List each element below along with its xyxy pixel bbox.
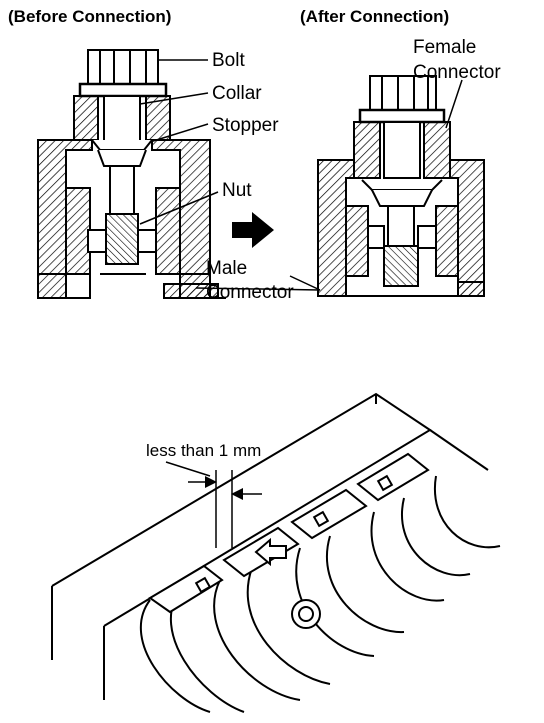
- after-leader-lines: [289, 79, 463, 291]
- nut-label: Nut: [222, 180, 252, 201]
- after-connection-drawing: [317, 75, 485, 297]
- before-connection-drawing: [37, 49, 226, 299]
- bolt-label: Bolt: [212, 50, 245, 71]
- female-connector-label-line2: Connector: [413, 62, 501, 83]
- after-connection-caption: (After Connection): [300, 7, 449, 26]
- gap-measurement-label: less than 1 mm: [146, 441, 261, 460]
- assembly-perspective-drawing: [51, 392, 501, 713]
- male-connector-label-line1: Male: [206, 258, 247, 279]
- male-connector-label-line2: Connector: [206, 282, 294, 303]
- gap-dimension-lines: [165, 461, 262, 548]
- before-connection-caption: (Before Connection): [8, 7, 171, 26]
- before-leader-lines: [139, 59, 321, 291]
- stopper-label: Stopper: [212, 115, 279, 136]
- transition-arrow-icon: [232, 212, 274, 248]
- collar-label: Collar: [212, 83, 262, 104]
- female-connector-label-line1: Female: [413, 37, 476, 58]
